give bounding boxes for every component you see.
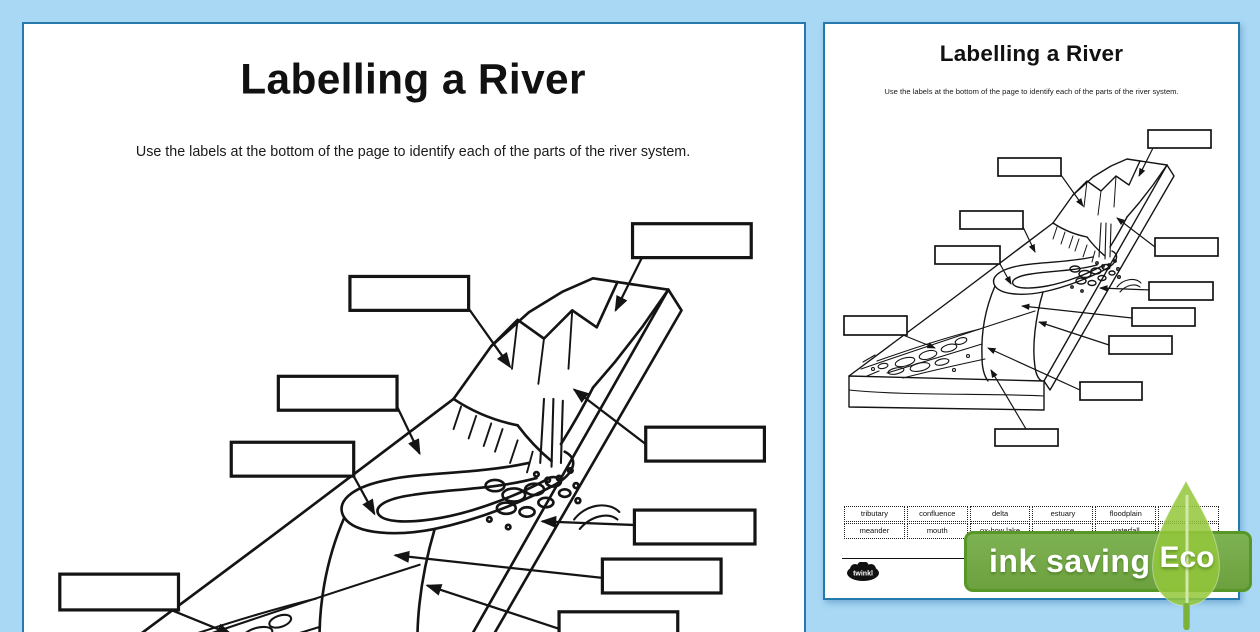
label-box bbox=[276, 374, 399, 412]
label-box bbox=[1131, 307, 1196, 327]
word-bank-cell: meander bbox=[844, 523, 905, 539]
label-leader-lines bbox=[170, 257, 647, 632]
word-bank-cell: estuary bbox=[1032, 506, 1094, 522]
label-box bbox=[1147, 129, 1212, 149]
label-box bbox=[229, 440, 356, 478]
twinkl-logo: twinkl bbox=[847, 562, 879, 581]
river-block-art bbox=[848, 158, 1175, 411]
label-box bbox=[1148, 281, 1214, 301]
page-title: Labelling a River bbox=[939, 41, 1124, 66]
label-box bbox=[644, 425, 767, 463]
label-box bbox=[1079, 381, 1143, 401]
river-diagram bbox=[58, 222, 767, 632]
label-box bbox=[959, 210, 1024, 230]
word-bank-cell: tributary bbox=[844, 506, 905, 522]
worksheet-instruction: Use the labels at the bottom of the page… bbox=[884, 87, 1179, 96]
label-box bbox=[994, 428, 1059, 447]
label-box bbox=[58, 572, 181, 612]
eco-leaf-icon bbox=[1152, 479, 1220, 630]
river-block-art bbox=[141, 277, 683, 632]
word-bank-cell: floodplain bbox=[1095, 506, 1157, 522]
eco-label: Eco bbox=[1159, 541, 1215, 574]
label-box bbox=[997, 157, 1062, 177]
label-box bbox=[348, 274, 471, 312]
river-diagram bbox=[843, 129, 1219, 447]
label-box bbox=[632, 508, 757, 546]
label-box bbox=[600, 557, 723, 595]
label-leader-lines bbox=[902, 147, 1156, 430]
label-box bbox=[1108, 335, 1173, 355]
word-bank-cell: delta bbox=[969, 506, 1031, 522]
label-box bbox=[934, 245, 1001, 265]
ink-saving-label: ink saving bbox=[989, 543, 1151, 579]
word-bank-cell: confluence bbox=[906, 506, 968, 522]
label-boxes bbox=[843, 129, 1219, 447]
label-box bbox=[630, 222, 753, 260]
worksheet-instruction: Use the labels at the bottom of the page… bbox=[135, 142, 691, 160]
label-boxes bbox=[58, 222, 767, 632]
worksheet-sheet: Labelling a River Use the labels at the … bbox=[24, 24, 803, 632]
label-box bbox=[843, 315, 908, 336]
label-box bbox=[557, 610, 680, 632]
worksheet-zoom-clip: Labelling a River Use the labels at the … bbox=[24, 24, 804, 632]
label-box bbox=[1154, 237, 1219, 257]
word-bank-cell: mouth bbox=[906, 523, 968, 539]
page-title: Labelling a River bbox=[240, 56, 586, 104]
svg-text:twinkl: twinkl bbox=[853, 571, 873, 578]
worksheet-page-zoomed-preview: Labelling a River Use the labels at the … bbox=[22, 22, 806, 632]
